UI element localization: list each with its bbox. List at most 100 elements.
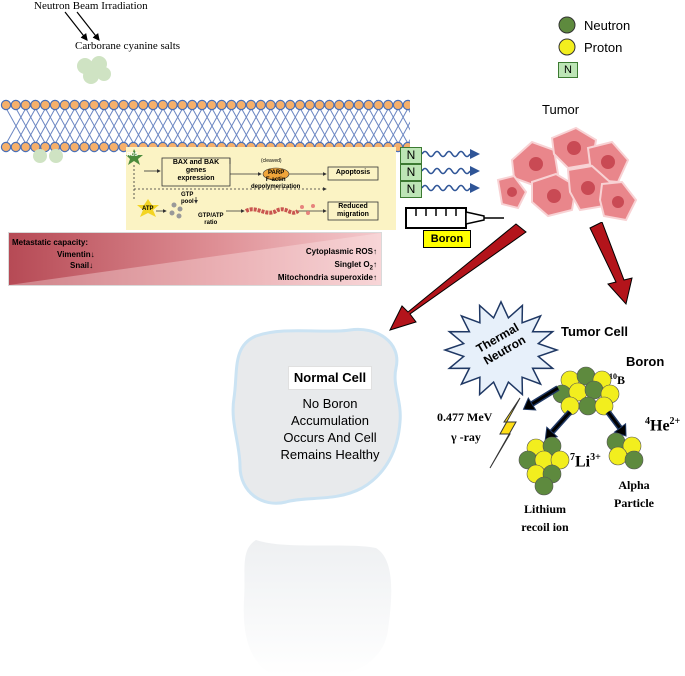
lipid-head bbox=[255, 99, 266, 111]
wave bbox=[421, 150, 471, 158]
vimentin-label: Vimentin bbox=[57, 250, 91, 259]
lipid-head bbox=[108, 99, 120, 111]
snail-label: Snail bbox=[70, 261, 90, 270]
reduced-line2: migration bbox=[337, 211, 369, 218]
vimentin-row: Vimentin↓ bbox=[57, 250, 95, 259]
normal-cell-line3: Occurs And Cell bbox=[283, 430, 377, 445]
n-box-2: N bbox=[400, 164, 422, 181]
lipid-head bbox=[392, 99, 404, 111]
lipid-head bbox=[98, 141, 110, 153]
irradiation-arrows bbox=[64, 11, 100, 41]
boron-isotope-label: 10B bbox=[609, 372, 625, 388]
helium-symbol: 4He2+ bbox=[645, 416, 680, 435]
neutron-sphere bbox=[542, 436, 562, 456]
n-box-1: N bbox=[400, 147, 422, 164]
reduced-migration-label: Reduced migration bbox=[328, 203, 378, 219]
lipid-head bbox=[69, 141, 80, 153]
lipid-head bbox=[49, 99, 61, 111]
helium-charge: 2+ bbox=[669, 416, 681, 427]
syringe-icon bbox=[405, 207, 504, 229]
lithium-symbol: 7Li3+ bbox=[570, 452, 601, 471]
legend-n-box: N bbox=[558, 62, 578, 78]
lipid-head bbox=[324, 99, 335, 111]
genes-label: genes bbox=[185, 167, 207, 174]
lipid-head bbox=[88, 141, 100, 153]
lipid-head bbox=[88, 99, 100, 111]
lipid-head bbox=[79, 99, 90, 111]
gtp-line1: GTP bbox=[181, 192, 194, 198]
expression-label: expression bbox=[177, 175, 215, 182]
wave-arrowhead bbox=[470, 183, 480, 193]
wave bbox=[421, 167, 471, 175]
lipid-head bbox=[20, 141, 31, 153]
factin-line2: depolymerization bbox=[251, 184, 301, 190]
legend: Neutron Proton N bbox=[558, 16, 630, 78]
lipid-head bbox=[235, 99, 247, 111]
gamma-energy: 0.477 MeV bbox=[437, 410, 493, 424]
normal-cell-line1: No Boron bbox=[302, 396, 358, 411]
tumor-cluster-icon bbox=[496, 126, 638, 222]
lipid-head bbox=[196, 99, 208, 111]
lipid-head bbox=[79, 141, 90, 153]
bax-box: BAX and BAK genes expression bbox=[162, 159, 230, 183]
boron-nucleus-label: Boron bbox=[626, 354, 665, 369]
lipid-head bbox=[206, 99, 217, 111]
reaction-arrowhead bbox=[522, 396, 537, 411]
lithium-charge: 3+ bbox=[590, 452, 601, 463]
normal-cell-description: No Boron Accumulation Occurs And Cell Re… bbox=[262, 395, 398, 463]
ratio-label: GTP/ATP ratio bbox=[198, 213, 224, 227]
irradiation-label: Neutron Beam Irradiation bbox=[34, 0, 148, 12]
gtp-line2: pool bbox=[181, 199, 194, 205]
normal-cell-line4: Remains Healthy bbox=[280, 447, 380, 462]
normal-cell-title: Normal Cell bbox=[288, 366, 372, 390]
metastatic-panel: Metastatic capacity: Vimentin↓ Snail↓ Cy… bbox=[8, 232, 382, 286]
metastatic-title: Metastatic capacity: bbox=[12, 238, 89, 247]
wave-arrowhead bbox=[470, 166, 480, 176]
n-box-3: N bbox=[400, 181, 422, 198]
lipid-head bbox=[20, 99, 31, 111]
lipid-head bbox=[226, 99, 237, 111]
cell-membrane bbox=[0, 99, 410, 153]
lipid-head bbox=[363, 99, 374, 111]
lipid-head bbox=[40, 99, 51, 111]
cyto-ros-label: Cytoplasmic ROS bbox=[305, 247, 373, 256]
helium-symbol-text: He bbox=[650, 417, 670, 435]
ratio-line2: ratio bbox=[204, 220, 218, 226]
factin-label: F-actin depolymerization bbox=[251, 177, 300, 191]
legend-neutron: Neutron bbox=[558, 16, 630, 34]
lipid-head bbox=[137, 99, 149, 111]
lipid-head bbox=[294, 99, 306, 111]
snail-row: Snail↓ bbox=[70, 261, 93, 270]
legend-proton: Proton bbox=[558, 38, 630, 56]
singlet-subscript: 2 bbox=[369, 265, 373, 272]
boron-label-box: Boron bbox=[423, 230, 471, 248]
normal-cell-reflection bbox=[243, 540, 392, 676]
gamma-ray-label: γ -ray bbox=[451, 430, 481, 444]
cyto-ros-row: Cytoplasmic ROS↑ bbox=[306, 247, 377, 256]
proton-sphere bbox=[550, 450, 570, 470]
neutron-sphere bbox=[578, 396, 598, 416]
lipid-head bbox=[383, 99, 394, 111]
helium-mass: 4 bbox=[645, 416, 650, 427]
lipid-head bbox=[275, 99, 286, 111]
up-arrow-icon: ↑ bbox=[373, 260, 377, 269]
lipid-head bbox=[186, 99, 198, 111]
wave-arrowhead bbox=[470, 149, 480, 159]
lithium-mass: 7 bbox=[570, 452, 575, 463]
lipid-head bbox=[245, 99, 257, 111]
boron-symbol: B bbox=[617, 373, 626, 387]
helium-name: Alpha Particle bbox=[610, 476, 658, 512]
lipid-head bbox=[343, 99, 355, 111]
helium-name1: Alpha bbox=[618, 478, 650, 492]
neutron-sphere bbox=[584, 380, 604, 400]
lipid-head bbox=[108, 141, 120, 153]
tumor-cell-label: Tumor Cell bbox=[561, 324, 628, 339]
thermal-neutron-burst bbox=[442, 300, 560, 400]
nuclear-reaction bbox=[489, 366, 644, 496]
atp-label: ATP bbox=[142, 206, 154, 212]
lipid-head bbox=[128, 99, 139, 111]
lipid-head bbox=[30, 99, 41, 111]
lithium-symbol-text: Li bbox=[575, 453, 591, 471]
wave bbox=[421, 184, 471, 192]
tumor-branch-arrows bbox=[389, 222, 633, 331]
